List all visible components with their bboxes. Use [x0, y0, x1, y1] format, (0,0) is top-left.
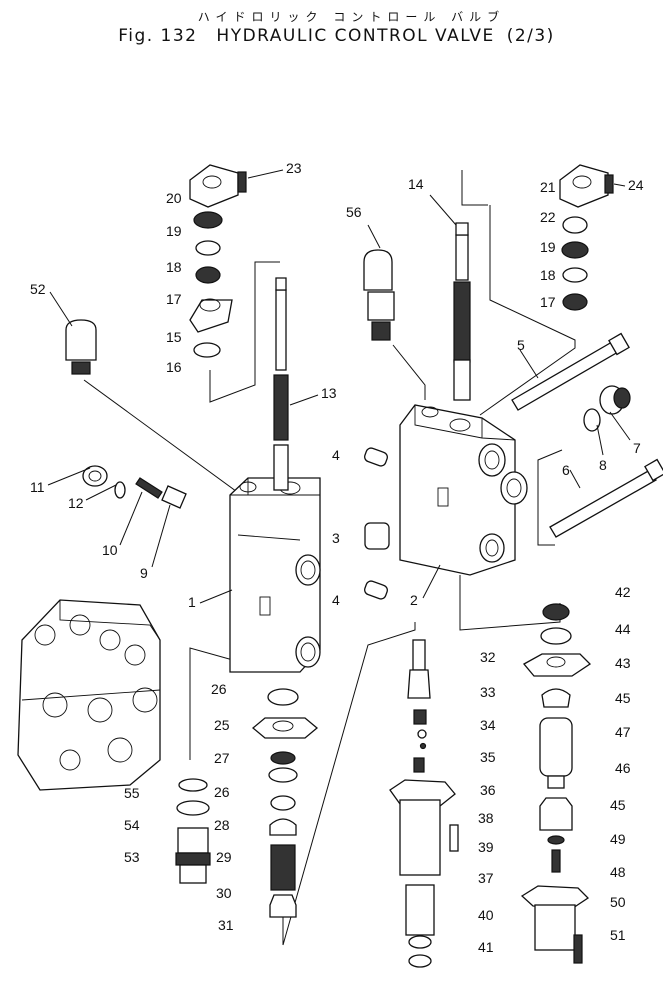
callout-14: 14 [408, 176, 424, 192]
center-stack [389, 639, 459, 968]
valve-body-2 [399, 404, 528, 576]
right-lower-stack [520, 603, 592, 964]
callout-37: 37 [478, 870, 494, 886]
callout-43: 43 [615, 655, 631, 671]
callout-2: 2 [410, 592, 418, 608]
callout-51: 51 [610, 927, 626, 943]
callout-40: 40 [478, 907, 494, 923]
callout-26a: 26 [211, 681, 227, 697]
callout-9: 9 [140, 565, 148, 581]
callout-33: 33 [480, 684, 496, 700]
callout-32: 32 [480, 649, 496, 665]
callout-15: 15 [166, 329, 182, 345]
callout-numbers: 23 20 19 18 17 15 16 52 13 56 14 21 24 2… [30, 160, 644, 955]
callout-48: 48 [610, 864, 626, 880]
callout-53: 53 [124, 849, 140, 865]
left-cover-stack [189, 164, 247, 358]
figure-sheet: (2/3) [506, 26, 555, 46]
callout-24: 24 [628, 177, 644, 193]
callout-7: 7 [633, 440, 641, 456]
callout-18: 18 [166, 259, 182, 275]
callout-52: 52 [30, 281, 46, 297]
callout-30: 30 [216, 885, 232, 901]
callout-6: 6 [562, 462, 570, 478]
callout-13: 13 [321, 385, 337, 401]
callout-21: 21 [540, 179, 556, 195]
plug-stack-53 [175, 778, 211, 884]
callout-54: 54 [124, 817, 140, 833]
callout-45b: 45 [610, 797, 626, 813]
callout-25: 25 [214, 717, 230, 733]
callout-12: 12 [68, 495, 84, 511]
callout-42: 42 [615, 584, 631, 600]
title-japanese: ハイドロリック コントロール バルブ [197, 10, 506, 24]
callout-10: 10 [102, 542, 118, 558]
callout-49: 49 [610, 831, 626, 847]
callout-16: 16 [166, 359, 182, 375]
callout-27: 27 [214, 750, 230, 766]
callout-8: 8 [599, 457, 607, 473]
figure-number: Fig. 132 [118, 26, 198, 46]
callout-19b: 19 [540, 239, 556, 255]
callout-3: 3 [332, 530, 340, 546]
callout-4a: 4 [332, 447, 340, 463]
lower-left-stack [251, 688, 319, 918]
valve-body-1 [229, 477, 321, 673]
callout-5: 5 [517, 337, 525, 353]
callout-1: 1 [188, 594, 196, 610]
callout-29: 29 [216, 849, 232, 865]
figure-name: HYDRAULIC CONTROL VALVE [216, 26, 495, 46]
callout-23: 23 [286, 160, 302, 176]
callout-18b: 18 [540, 267, 556, 283]
callout-19: 19 [166, 223, 182, 239]
callout-11: 11 [30, 479, 45, 495]
callout-45a: 45 [615, 690, 631, 706]
callout-20: 20 [166, 190, 182, 206]
spool-14 [453, 222, 471, 401]
callout-22: 22 [540, 209, 556, 225]
o-rings-3-4 [364, 447, 390, 600]
callout-34: 34 [480, 717, 496, 733]
callout-leaders [47, 169, 631, 604]
callout-28: 28 [214, 817, 230, 833]
callout-31: 31 [218, 917, 234, 933]
spool-13 [273, 277, 289, 491]
callout-47: 47 [615, 724, 631, 740]
tie-bolts [511, 332, 663, 538]
callout-55: 55 [124, 785, 140, 801]
relief-parts-left [82, 465, 187, 509]
callout-56: 56 [346, 204, 362, 220]
inset-assembly-view [17, 599, 161, 791]
right-cover-stack [559, 164, 614, 311]
callout-4b: 4 [332, 592, 340, 608]
callout-35: 35 [480, 749, 496, 765]
callout-36: 36 [480, 782, 496, 798]
callout-17b: 17 [540, 294, 556, 310]
callout-46: 46 [615, 760, 631, 776]
callout-38: 38 [478, 810, 494, 826]
callout-39: 39 [478, 839, 494, 855]
callout-50: 50 [610, 894, 626, 910]
callout-17: 17 [166, 291, 182, 307]
relief-valve-56 [363, 249, 395, 341]
callout-26b: 26 [214, 784, 230, 800]
plug-52 [65, 319, 97, 375]
figure-title: Fig. 132 HYDRAULIC CONTROL VALVE (2/3) [0, 26, 663, 46]
callout-44: 44 [615, 621, 631, 637]
callout-41: 41 [478, 939, 494, 955]
